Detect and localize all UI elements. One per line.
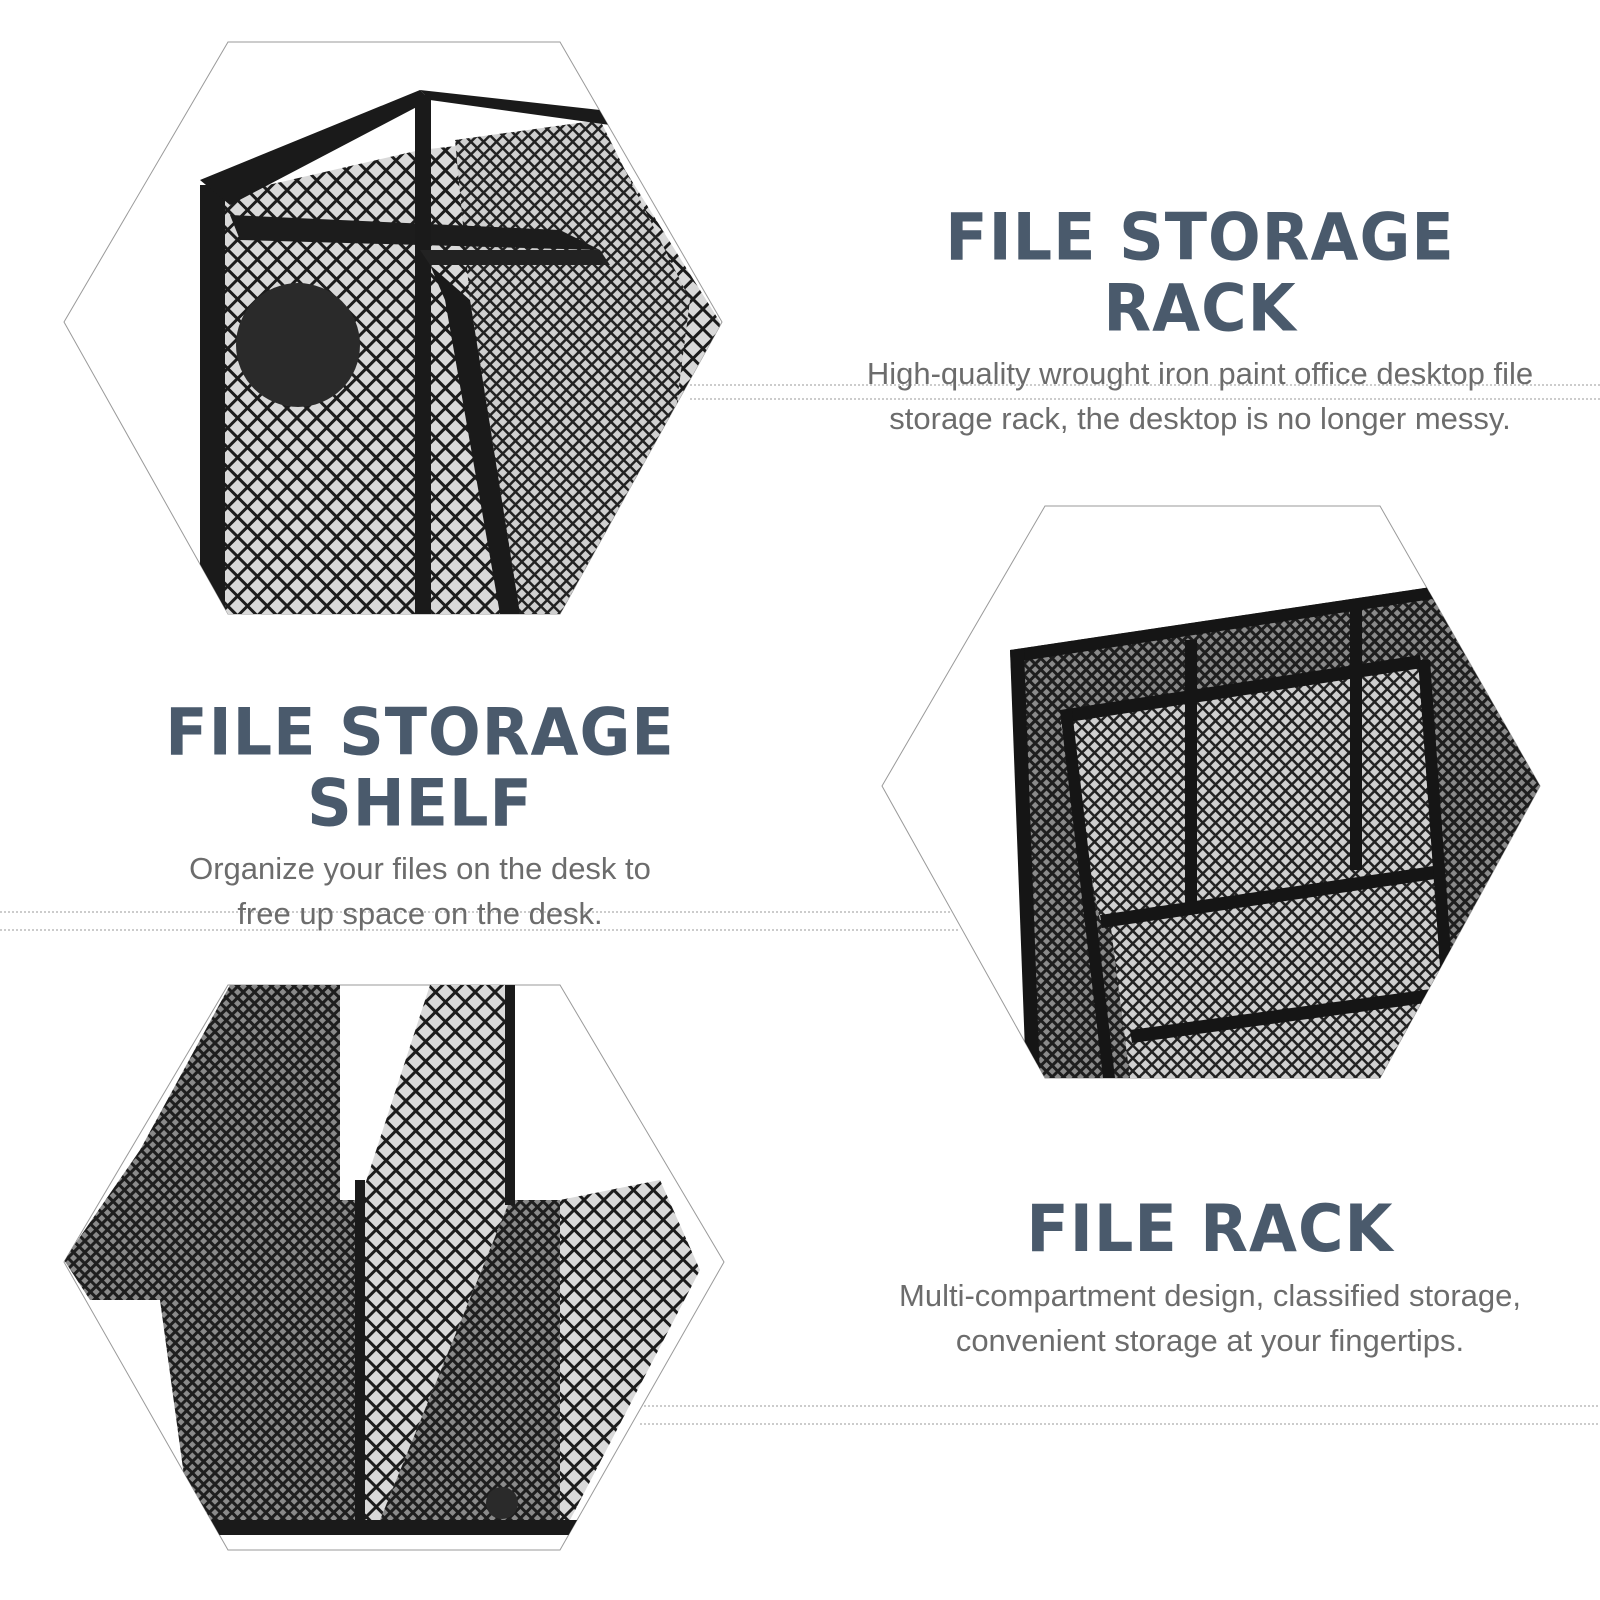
feature-title: FILE STORAGE SHELF (165, 693, 675, 842)
feature-description-line: Multi-compartment design, classified sto… (899, 1278, 1521, 1314)
feature-description-line: High-quality wrought iron paint office d… (866, 356, 1534, 392)
feature-description-line: storage rack, the desktop is no longer m… (889, 401, 1511, 437)
feature-block-storage-shelf: FILE STORAGE SHELF Organize your files o… (120, 693, 720, 936)
feature-description: Organize your files on the desk to free … (120, 846, 720, 936)
feature-description-line: convenient storage at your fingertips. (955, 1323, 1465, 1359)
feature-description: Multi-compartment design, classified sto… (860, 1273, 1560, 1363)
feature-description-line: free up space on the desk. (237, 896, 603, 932)
divider-bottom-right (640, 1405, 1600, 1425)
feature-title: FILE RACK (1026, 1190, 1394, 1267)
divider-middle-left (0, 911, 960, 931)
product-photo-multi-compartment (881, 505, 1541, 1079)
feature-title: FILE STORAGE RACK (945, 198, 1455, 347)
product-photo-rack-corner (63, 41, 723, 615)
feature-description-line: Organize your files on the desk to (189, 851, 651, 887)
feature-description: High-quality wrought iron paint office d… (850, 351, 1550, 441)
feature-block-storage-rack: FILE STORAGE RACK High-quality wrought i… (850, 198, 1550, 441)
feature-block-file-rack: FILE RACK Multi-compartment design, clas… (860, 1190, 1560, 1363)
product-photo-file-dividers (63, 984, 725, 1551)
